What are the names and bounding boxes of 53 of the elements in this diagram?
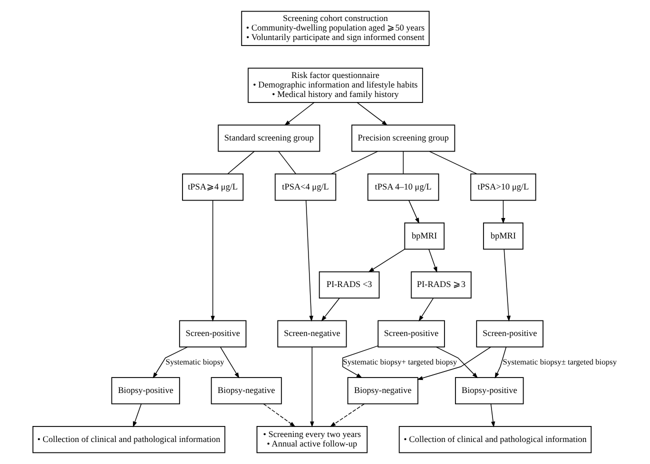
arrow [494,346,506,378]
arrow [416,346,492,380]
node-box: Screen-positive [179,320,246,348]
arrow [330,404,365,427]
node-box: • Collection of clinical and pathological information [398,426,592,454]
arrow [428,248,438,273]
node-box: bpMRI [483,222,524,250]
connector [429,151,478,174]
node-box: bpMRI [404,222,445,250]
arrow [263,404,296,427]
node-box: Screening cohort construction • Community-dwelling population aged ⩾50 years • Voluntarily participate and sign informed consent [241,10,430,46]
arrow [220,346,240,378]
node-box: tPSA 4–10 μg/L [367,174,440,201]
node-box: Screen-positive [378,320,445,348]
node-box: tPSA⩾4 μg/L [182,174,244,201]
node-box: Precision screening group [351,124,456,152]
arrow [152,346,188,378]
node-box: Biopsy-negative [210,377,282,404]
node-box: Biopsy-positive [111,377,180,404]
arrow [132,404,142,428]
connector [278,151,296,174]
node-box: Screen-negative [277,320,347,348]
node-box: PI-RADS ⩾3 [410,271,472,298]
arrow [306,200,314,322]
node-box: Biopsy-positive [455,377,524,404]
connector [227,151,255,174]
arrow [368,248,406,272]
edge-label: Systematic biopsy± targeted biopsy [502,357,617,366]
node-box: Risk factor questionnaire • Demographic information and lifestyle habits • Medical history and family history [248,68,424,103]
node-box: Standard screening group [218,124,320,152]
arrow [342,346,378,378]
edge-label: Systematic biopsy [166,357,224,366]
arrow [321,298,340,322]
node-box: tPSA>10 μg/L [470,174,536,201]
arrow [356,102,388,126]
node-box: • Collection of clinical and pathological information [32,426,226,454]
node-box: Biopsy-negative [347,377,418,404]
connector [402,151,404,174]
edge-label: Systematic biopsy+ targeted biopsy [342,357,458,366]
arrow [504,248,511,322]
node-box: PI-RADS <3 [318,271,380,298]
arrow [436,346,478,378]
node-box: • Screening every two years • Annual active follow-up [256,426,368,454]
arrow [310,346,314,428]
connector [330,151,378,174]
arrow [284,102,315,126]
arrow [501,200,506,224]
node-box: tPSA<4 μg/L [274,174,336,201]
arrow [418,298,434,322]
node-box: Screen-positive [476,320,544,348]
arrow [408,200,420,224]
arrow [490,404,496,428]
arrow [210,200,215,322]
